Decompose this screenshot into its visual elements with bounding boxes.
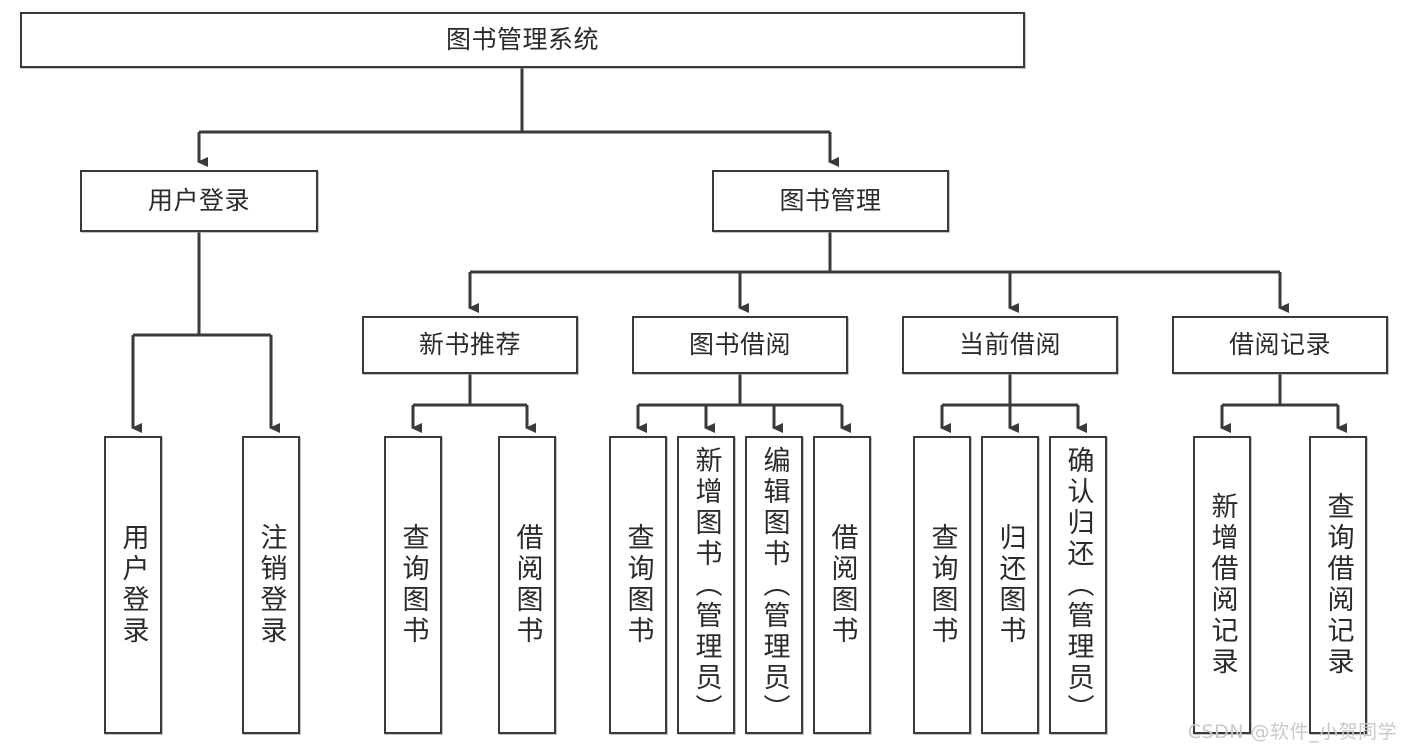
leaf-add-borrow-record[interactable]: 新增借阅记录: [1193, 436, 1251, 734]
node-label: 图书管理系统: [445, 25, 599, 55]
node-book-management[interactable]: 图书管理: [712, 170, 949, 232]
leaf-add-book-admin[interactable]: 新增图书（管理员）: [677, 436, 735, 734]
node-label: 借阅图书: [826, 523, 858, 647]
leaf-borrow-books-borrow[interactable]: 借阅图书: [813, 436, 871, 734]
leaf-confirm-return-admin[interactable]: 确认归还（管理员）: [1049, 436, 1107, 734]
leaf-borrow-books-recommendation[interactable]: 借阅图书: [498, 436, 556, 734]
node-label: 归还图书: [994, 523, 1026, 647]
node-label: 查询图书: [926, 523, 958, 647]
node-label: 新书推荐: [418, 330, 521, 360]
leaf-logout[interactable]: 注销登录: [242, 436, 300, 734]
node-label: 新增借阅记录: [1206, 492, 1238, 678]
node-label: 查询图书: [397, 523, 429, 647]
leaf-edit-book-admin[interactable]: 编辑图书（管理员）: [745, 436, 803, 734]
node-label: 查询借阅记录: [1322, 492, 1354, 678]
node-label: 用户登录: [147, 186, 250, 216]
csdn-watermark: CSDN @软件_小贺同学: [1187, 721, 1397, 743]
node-label: 当前借阅: [958, 330, 1061, 360]
node-label: 借阅记录: [1228, 330, 1331, 360]
node-borrow-record[interactable]: 借阅记录: [1172, 316, 1388, 374]
leaf-return-books[interactable]: 归还图书: [981, 436, 1039, 734]
leaf-query-books-recommendation[interactable]: 查询图书: [384, 436, 442, 734]
node-label: 查询图书: [622, 523, 654, 647]
leaf-query-books-current[interactable]: 查询图书: [913, 436, 971, 734]
node-root-book-management-system[interactable]: 图书管理系统: [20, 12, 1025, 68]
node-book-borrow[interactable]: 图书借阅: [632, 316, 848, 374]
node-label: 编辑图书（管理员）: [758, 445, 790, 725]
leaf-query-borrow-record[interactable]: 查询借阅记录: [1309, 436, 1367, 734]
node-label: 用户登录: [117, 523, 149, 647]
node-label: 注销登录: [255, 523, 287, 647]
node-label: 确认归还（管理员）: [1062, 445, 1094, 725]
leaf-query-books-borrow[interactable]: 查询图书: [609, 436, 667, 734]
node-label: 借阅图书: [511, 523, 543, 647]
node-user-login[interactable]: 用户登录: [80, 170, 318, 232]
node-label: 图书借阅: [688, 330, 791, 360]
leaf-user-login[interactable]: 用户登录: [104, 436, 162, 734]
node-current-borrow[interactable]: 当前借阅: [902, 316, 1118, 374]
node-label: 新增图书（管理员）: [690, 445, 722, 725]
node-label: 图书管理: [779, 186, 882, 216]
node-new-book-recommendation[interactable]: 新书推荐: [362, 316, 578, 374]
